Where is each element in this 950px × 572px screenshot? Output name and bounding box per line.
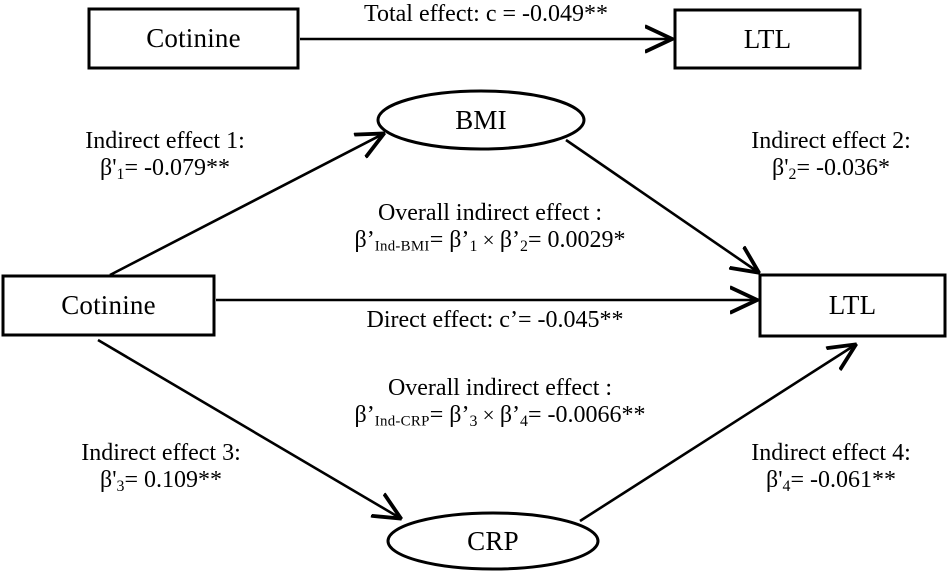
bmi-text: BMI — [455, 104, 507, 135]
edge-bmi-to-ltl — [565, 138, 758, 272]
indirect-effect-4-label: Indirect effect 4: β'4= -0.061** — [712, 440, 950, 496]
node-ltl-main — [758, 273, 947, 338]
ltl-top-text: LTL — [743, 23, 792, 54]
indirect-effect-1-line1: Indirect effect 1: — [85, 128, 245, 154]
indirect-effect-2-line2: β'2= -0.036* — [772, 154, 890, 183]
direct-effect-text: Direct effect: c’= -0.045** — [366, 307, 624, 333]
node-crp-label: CRP — [388, 513, 598, 569]
indirect-effect-2-line1: Indirect effect 2: — [751, 128, 911, 154]
node-ltl-main-label: LTL — [760, 275, 945, 336]
crp-text: CRP — [467, 525, 519, 556]
indirect-effect-4-line2: β'4= -0.061** — [766, 466, 896, 495]
edge-cotinine-to-bmi — [109, 134, 383, 277]
edge-crp-to-ltl — [579, 345, 855, 523]
overall-indirect-crp-line1: Overall indirect effect : — [387, 375, 613, 401]
node-ltl-top — [673, 8, 862, 70]
node-bmi — [376, 89, 586, 151]
total-effect-text: Total effect: c = -0.049** — [364, 1, 608, 27]
node-cotinine-main-label: Cotinine — [3, 276, 214, 335]
indirect-effect-4-line1: Indirect effect 4: — [751, 440, 911, 466]
cotinine-main-text: Cotinine — [61, 290, 156, 320]
overall-indirect-bmi-line2: β’Ind-BMI= β’1 × β’2= 0.0029* — [354, 226, 626, 255]
node-crp — [386, 511, 600, 571]
indirect-effect-3-line1: Indirect effect 3: — [81, 440, 241, 466]
cotinine-top-text: Cotinine — [146, 23, 241, 53]
node-ltl-top-label: LTL — [675, 10, 860, 68]
indirect-effect-1-line2: β'1= -0.079** — [100, 154, 230, 183]
overall-indirect-crp-line2: β’Ind-CRP= β’3 × β’4= -0.0066** — [354, 401, 646, 430]
node-cotinine-top-label: Cotinine — [89, 9, 298, 68]
overall-indirect-bmi-line1: Overall indirect effect : — [377, 200, 603, 226]
overall-indirect-bmi-label: Overall indirect effect : β’Ind-BMI= β’1… — [280, 200, 700, 256]
indirect-effect-1-label: Indirect effect 1: β'1= -0.079** — [40, 128, 290, 184]
node-bmi-label: BMI — [378, 91, 584, 149]
edge-cotinine-to-crp — [97, 338, 400, 518]
total-effect-label: Total effect: c = -0.049** — [318, 1, 654, 28]
indirect-effect-3-label: Indirect effect 3: β'3= 0.109** — [34, 440, 288, 496]
overall-indirect-crp-label: Overall indirect effect : β’Ind-CRP= β’3… — [280, 375, 720, 431]
direct-effect-label: Direct effect: c’= -0.045** — [330, 307, 660, 334]
node-cotinine-main — [1, 274, 216, 337]
indirect-effect-3-line2: β'3= 0.109** — [99, 466, 222, 495]
ltl-main-text: LTL — [828, 290, 877, 320]
indirect-effect-2-label: Indirect effect 2: β'2= -0.036* — [712, 128, 950, 184]
node-cotinine-top — [87, 7, 300, 70]
